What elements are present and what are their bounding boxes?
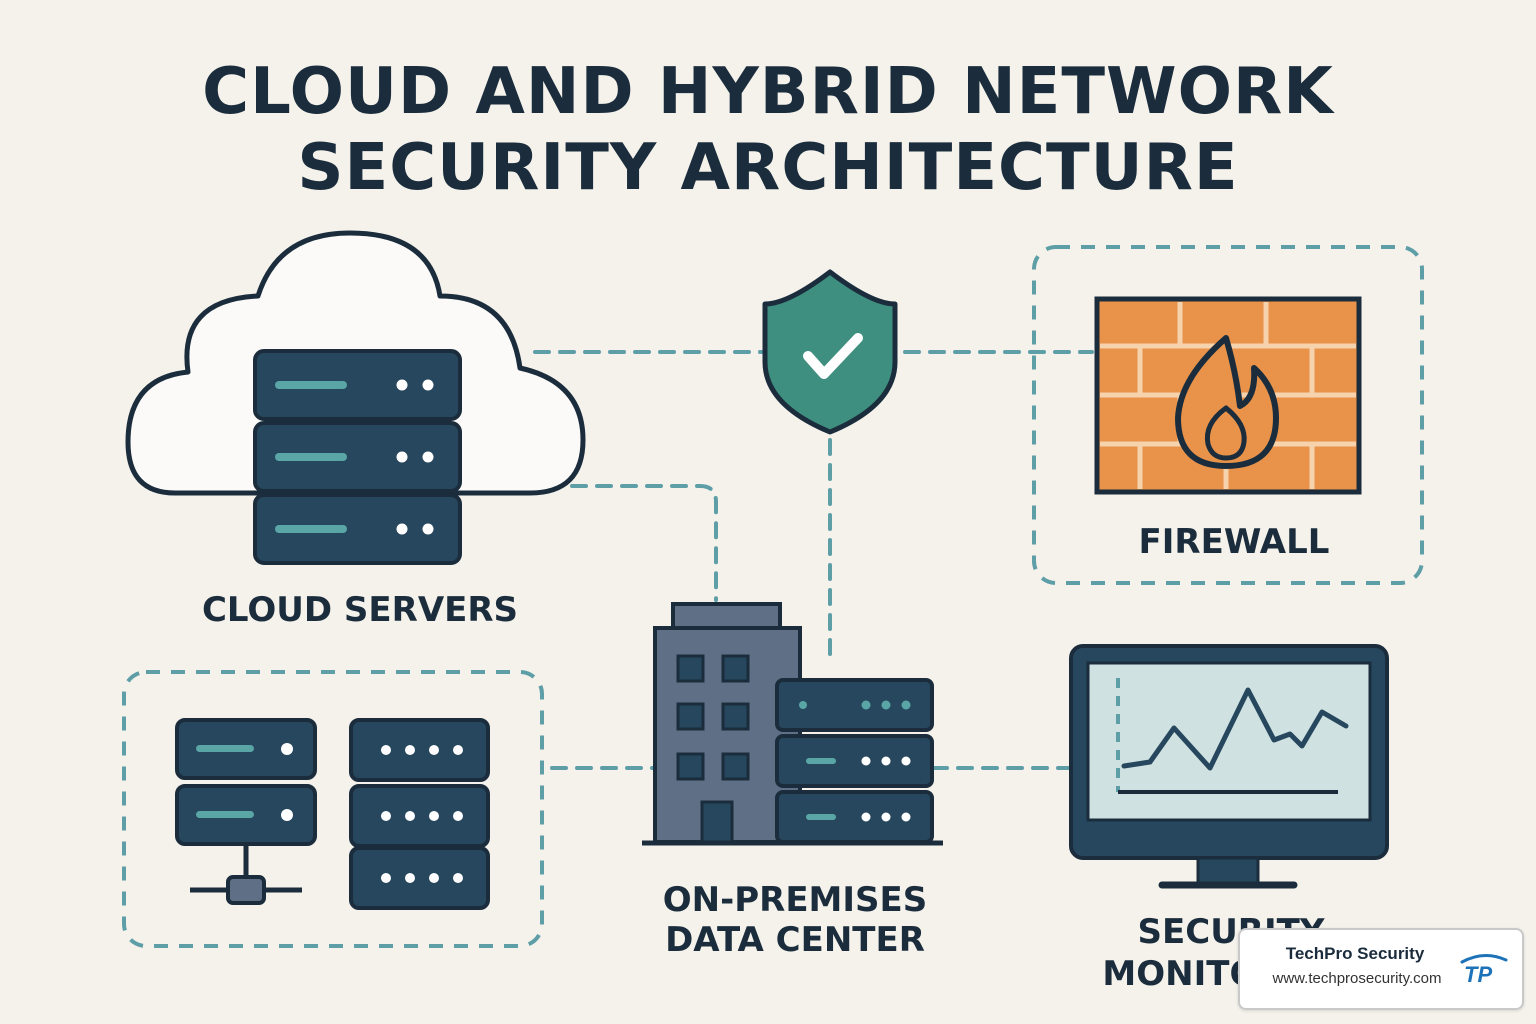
firewall-group-box	[1032, 245, 1424, 585]
server-unit	[253, 349, 462, 421]
firewall-label: FIREWALL	[1138, 522, 1330, 562]
server-unit	[775, 678, 934, 732]
firewall-icon	[1094, 296, 1362, 495]
techpro-badge: TechPro Security www.techprosecurity.com…	[1238, 928, 1524, 1010]
on-premises-label-line-1: ON-PREMISES	[662, 880, 928, 920]
logo-text: TP	[1464, 962, 1492, 986]
techpro-logo-icon: TP	[1460, 954, 1508, 986]
on-premises-label-line-2: DATA CENTER	[665, 920, 925, 960]
cloud-servers-label: CLOUD SERVERS	[201, 590, 519, 630]
network-server-icon	[175, 718, 317, 905]
title-line-2: SECURITY ARCHITECTURE	[297, 131, 1239, 205]
server-unit	[253, 421, 462, 493]
monitor-chart-icon	[1069, 644, 1389, 889]
network-hub	[226, 875, 266, 905]
server-unit	[349, 846, 490, 910]
server-rack-icon	[253, 349, 462, 565]
shield-check-icon	[762, 269, 898, 435]
storage-rack-icon	[349, 718, 490, 910]
badge-url: www.techprosecurity.com	[1272, 970, 1442, 987]
building-door	[700, 800, 734, 844]
badge-company-name: TechPro Security	[1285, 944, 1425, 963]
flame-icon	[1175, 335, 1279, 469]
connectors	[533, 350, 1094, 770]
connector-cloud-datacenter	[570, 484, 718, 602]
server-unit	[775, 734, 934, 788]
local-servers-group-box	[122, 670, 544, 948]
server-unit	[253, 493, 462, 565]
server-unit	[349, 718, 490, 782]
server-unit	[349, 784, 490, 848]
title-line-1: CLOUD AND HYBRID NETWORK	[202, 55, 1334, 129]
building-icon	[642, 602, 943, 846]
server-unit	[775, 790, 934, 844]
